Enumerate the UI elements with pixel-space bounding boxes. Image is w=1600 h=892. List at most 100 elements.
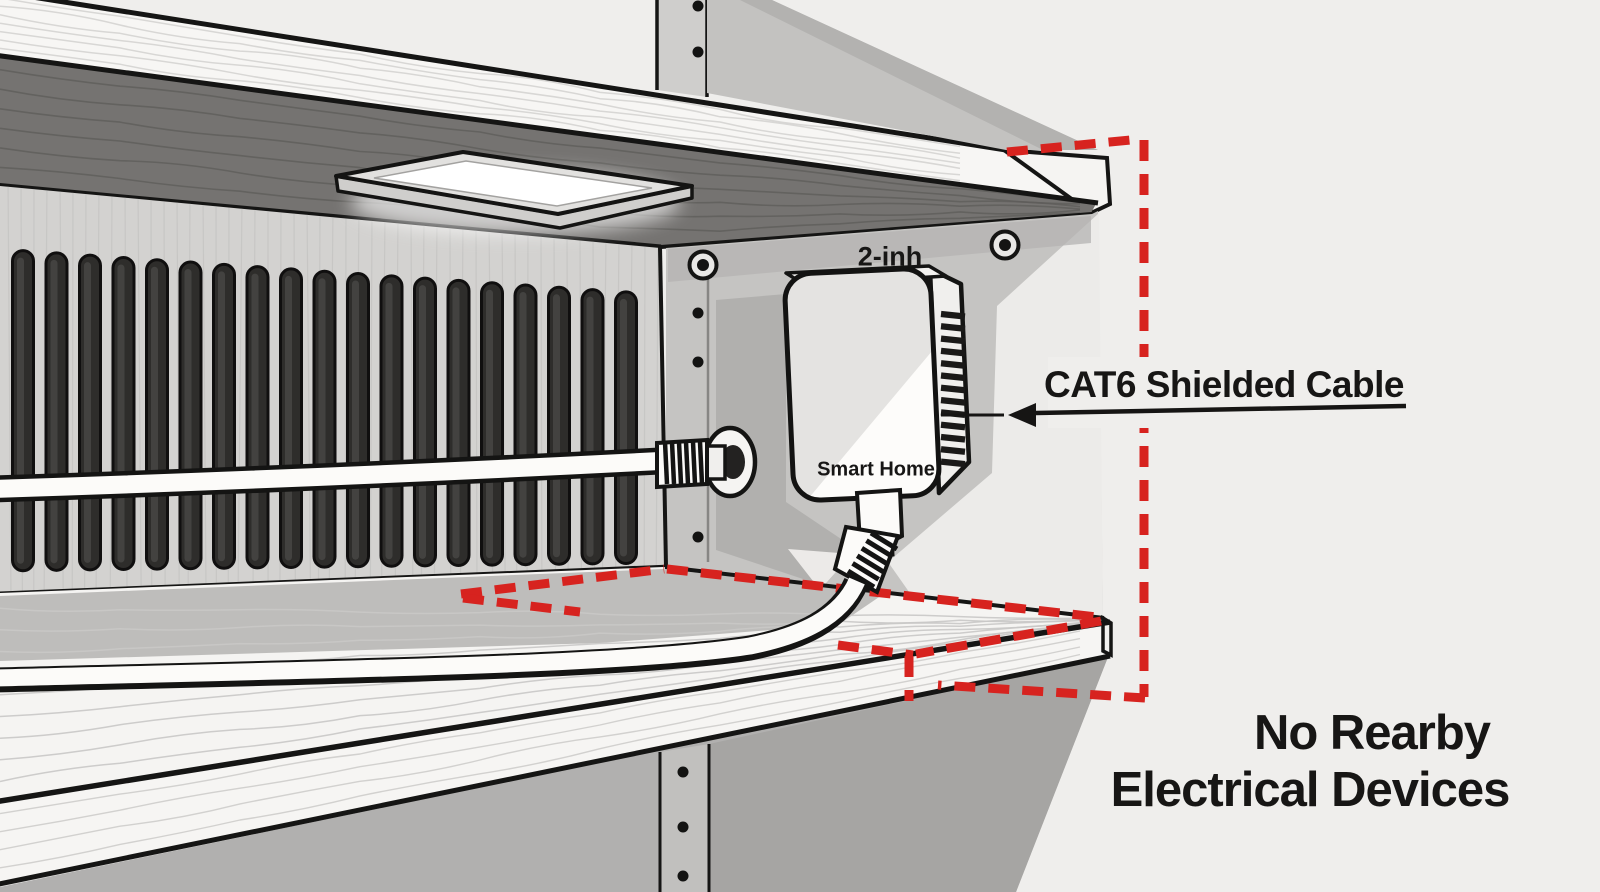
vent-slot-icon <box>580 288 605 566</box>
device-cast-shadow <box>716 294 856 586</box>
vent-panel <box>0 186 668 597</box>
vent-slot-highlight <box>184 269 192 562</box>
shelf-cast-shadow <box>709 657 1108 892</box>
device-size-label: 2-inh <box>857 241 923 272</box>
connector-ridge <box>676 441 684 485</box>
cable-body <box>0 452 661 498</box>
light-panel-lens <box>373 160 653 207</box>
wood-grain-line <box>0 13 961 159</box>
wall-shadow-wedge <box>740 0 1098 150</box>
red-dashed-outline <box>462 593 914 660</box>
connector-ridge <box>669 441 677 485</box>
cat6-cable-top <box>0 437 727 503</box>
boot-ridge <box>865 538 894 559</box>
edge-line <box>0 653 1111 887</box>
screw-icon <box>692 0 704 12</box>
clearance-note-line1: No Rearby <box>1253 706 1491 760</box>
device-vent-slat <box>940 335 966 345</box>
screw-icon <box>692 46 704 58</box>
boot-ridge <box>869 530 899 552</box>
vent-slot-highlight <box>352 280 359 560</box>
edge-line <box>658 246 668 568</box>
screw-icon <box>687 229 1021 281</box>
screw-icon <box>692 356 704 368</box>
vent-slot-highlight <box>151 266 158 563</box>
bottom-shelf <box>0 565 1113 892</box>
wood-grain-line <box>540 229 543 594</box>
device-vent-slat <box>940 396 966 406</box>
wood-grain-line <box>0 88 1081 205</box>
wood-grain-line <box>137 188 142 594</box>
wood-grain-line <box>0 22 961 164</box>
wood-grain-line <box>7 186 12 594</box>
wood-grain-line <box>202 195 207 594</box>
boot-ridge <box>860 546 890 567</box>
vent-slot-highlight <box>620 298 627 557</box>
wood-grain-line <box>109 186 113 594</box>
screw-dots <box>677 0 704 882</box>
wall-bracket-upper <box>657 0 707 97</box>
red-dashed-outline <box>915 616 1102 659</box>
wood-grain-line <box>643 239 646 594</box>
device-face-shading <box>783 267 941 499</box>
connector-ridge <box>697 441 705 485</box>
boot-ridge <box>846 568 876 590</box>
vent-slot-icon <box>547 285 571 566</box>
device-vent-slat <box>940 347 966 357</box>
connector-ridge <box>690 441 698 485</box>
device-brand-label: Smart Home <box>817 458 935 481</box>
vent-slot-icon <box>346 272 370 569</box>
upper-shelf-end-face <box>997 147 1113 216</box>
device-vent-slat <box>940 433 966 443</box>
wood-grain-line <box>410 216 414 594</box>
device-vent-slat <box>940 421 966 431</box>
shelf-shaded-band <box>0 569 885 661</box>
vent-slot-highlight <box>251 273 259 561</box>
wood-grain-line <box>0 618 1081 654</box>
vent-slot-icon <box>379 274 404 568</box>
wood-grain-line <box>344 209 347 594</box>
device-vent-slat <box>940 384 966 394</box>
vent-slot-highlight <box>419 285 426 559</box>
vent-slot-highlight <box>553 294 560 558</box>
screws <box>677 0 1021 882</box>
screw-icon <box>692 531 704 543</box>
vent-slot-highlight <box>50 259 58 564</box>
screw-icon <box>677 821 689 833</box>
wood-grain-line <box>0 646 1081 851</box>
wood-grain-line <box>71 186 74 594</box>
cable-callout-label: CAT6 Shielded Cable <box>1044 364 1404 405</box>
wood-grain-line <box>369 212 373 594</box>
rj45-connector-bottom <box>832 487 905 595</box>
wood-grain-line <box>0 624 1081 761</box>
vent-slot-icon <box>279 267 303 570</box>
vent-slot-highlight <box>17 257 24 564</box>
wood-grain-line <box>0 623 1081 739</box>
vent-slot-highlight <box>218 271 225 562</box>
shelf-contact-shadow <box>668 216 1091 282</box>
red-dashed-outline <box>937 680 1146 703</box>
red-dashed-outline <box>460 564 1098 622</box>
vent-slot-icon <box>446 278 471 567</box>
wood-grain-line <box>0 637 1081 833</box>
vent-slot-highlight <box>117 264 125 563</box>
screw-icon <box>677 870 689 882</box>
wood-grain-line <box>237 199 243 594</box>
device-vent-slat <box>940 323 966 332</box>
vent-slot-icon <box>312 269 337 569</box>
vent-slot-highlight <box>486 289 493 559</box>
wood-grain-line <box>475 222 478 594</box>
wood-grain-line <box>0 653 1081 869</box>
device-vent-slat <box>940 446 966 455</box>
screw-icon <box>677 766 689 778</box>
wood-grain-line <box>306 205 312 594</box>
vent-slot-highlight <box>586 296 594 557</box>
device-vent-slat <box>940 310 966 320</box>
upper-shelf <box>0 0 1113 250</box>
vent-slot-highlight <box>519 291 527 558</box>
wood-grain-line <box>0 68 1081 204</box>
wood-grain-line <box>0 30 961 170</box>
vent-slot-icon <box>413 276 437 568</box>
wood-grain-line <box>0 47 961 182</box>
